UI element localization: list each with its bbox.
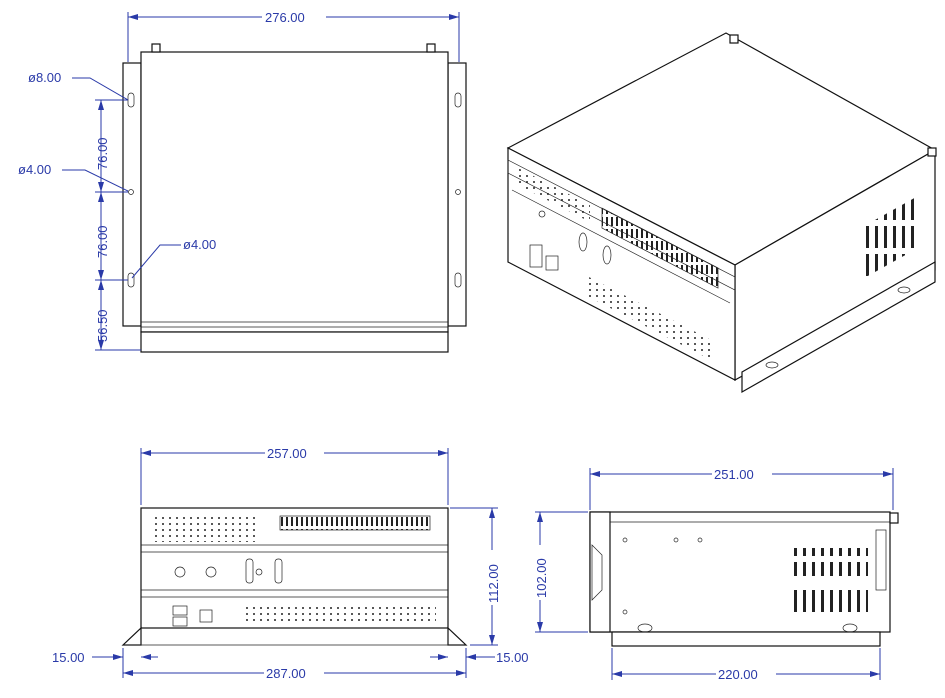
isometric-view <box>506 32 937 394</box>
top-view-body <box>140 51 449 333</box>
dim-side-height: 102.00 <box>534 558 549 598</box>
dim-side-depth-bottom: 220.00 <box>718 667 758 682</box>
dim-front-width-top: 257.00 <box>267 446 307 461</box>
dim-hole-large: ø8.00 <box>28 70 61 85</box>
dim-side-depth-top: 251.00 <box>714 467 754 482</box>
dim-spacing-upper: 76.00 <box>95 137 110 170</box>
dim-hole-small-left: ø4.00 <box>18 162 51 177</box>
dim-spacing-lower: 76.00 <box>95 225 110 258</box>
dim-front-height: 112.00 <box>486 564 501 603</box>
dim-front-width-bottom: 287.00 <box>266 666 306 681</box>
front-panel-edge <box>140 331 449 353</box>
front-view: 257.00 287.00 15.00 15.00 112.00 <box>52 446 529 681</box>
keyhole-slot-icon <box>127 92 462 288</box>
dim-offset-bottom: 56.50 <box>95 309 110 342</box>
top-view: 276.00 ø8.00 ø4.00 ø4.00 76.00 76.00 56.… <box>18 10 467 353</box>
dim-flange-left: 15.00 <box>52 650 85 665</box>
side-view: 251.00 220.00 102.00 <box>534 467 899 682</box>
dim-top-width: 276.00 <box>265 10 305 25</box>
dim-hole-small-right: ø4.00 <box>183 237 216 252</box>
dim-flange-right: 15.00 <box>496 650 529 665</box>
